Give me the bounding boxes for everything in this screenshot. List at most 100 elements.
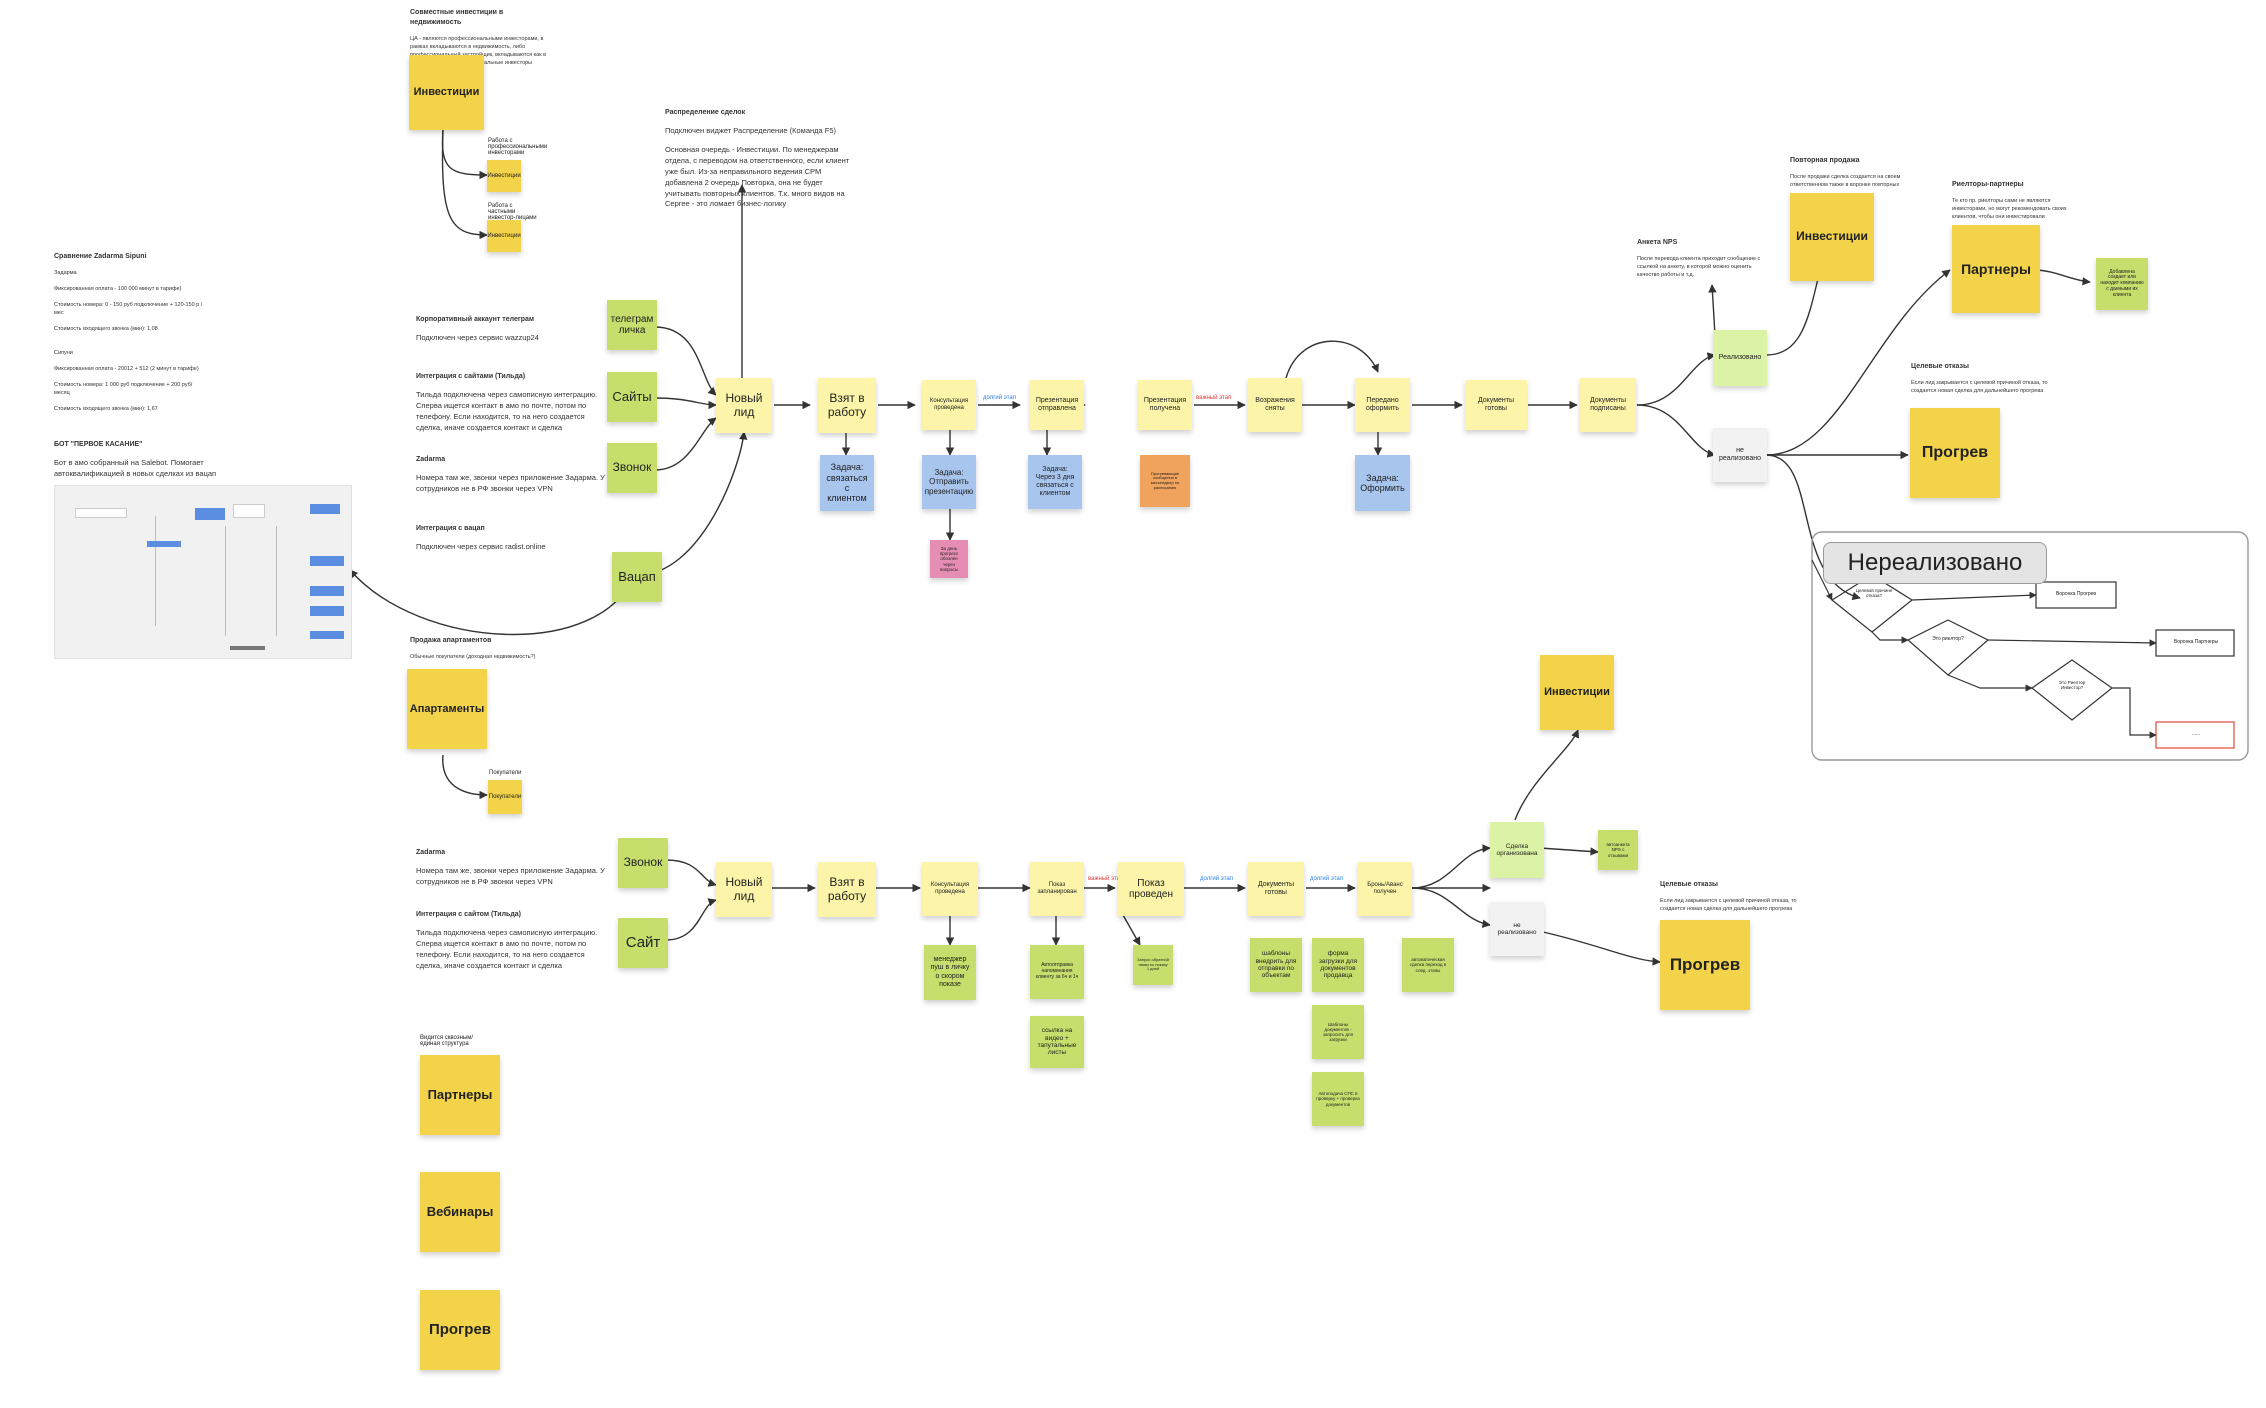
stage-docs-ready-bottom[interactable]: Документы готовы [1248, 862, 1304, 916]
sticky-apartments[interactable]: Апартаменты [407, 669, 487, 749]
orange-note[interactable]: Прогревающие сообщения в мессенджер по р… [1140, 455, 1190, 507]
apart-note-sub: Обычные покупатели (доходная недвижимост… [410, 654, 536, 661]
templates-note[interactable]: шаблоны внедрить для отправки по объекта… [1250, 938, 1302, 992]
stage-show-scheduled[interactable]: Показ запланирован [1030, 862, 1084, 916]
zadarma2-note-title: Zadarma [416, 849, 446, 856]
sticky-wa[interactable]: Вацап [612, 552, 662, 602]
zadarma-compare-a1: Фиксированная оплата - 100 000 минут в т… [54, 286, 182, 293]
manager-note[interactable]: менеджер пуш в личку о скором показе [924, 945, 976, 1000]
decision-q3: Это Риелтор Инвестор? [2058, 680, 2086, 690]
deal-note[interactable]: автоматическая сделка переход в след. эт… [1402, 938, 1454, 992]
stage-consult-bottom[interactable]: Консультация проведена [922, 862, 978, 916]
stage-booking[interactable]: Бронь/Аванс получен [1358, 862, 1412, 916]
stage-not-realized-bottom[interactable]: не реализовано [1490, 902, 1544, 956]
decision-out-2[interactable]: Воронка Партнеры [2173, 639, 2219, 645]
important-stage-label-1: важный этап [1196, 395, 1232, 401]
stage-deal-done[interactable]: Сделка организована [1490, 822, 1544, 878]
sticky-apart-sub[interactable]: Покупатели [488, 780, 522, 814]
tilda2-note-body: Тильда подключена через самописную интег… [416, 928, 598, 970]
partners-note: Риелторы-партнеры Те кто пр. риелторы са… [1952, 180, 2072, 222]
important-stage-label-2: важный этап [1088, 876, 1124, 882]
long-stage-label-b1: долгий этап [1200, 876, 1233, 882]
sticky-invest-sub-2[interactable]: Инвестиции [487, 220, 521, 252]
stage-taken-bottom[interactable]: Взят в работу [818, 862, 876, 917]
sub-invest-label-2: Работа с частными инвестор-лицами [488, 203, 537, 221]
deals-note-p1: Подключен виджет Распределение (Команда … [665, 126, 837, 136]
sticky-sites[interactable]: Сайты [607, 372, 657, 422]
target2-note-body: Если лид закрывается с целевой причиной … [1660, 898, 1797, 913]
sticky-telegram[interactable]: телеграм личка [607, 300, 657, 350]
sticky-partners-top[interactable]: Партнеры [1952, 225, 2040, 313]
tilda-note-body: Тильда подключена через самописную интег… [416, 390, 598, 432]
stage-handed[interactable]: Передано оформить [1355, 378, 1410, 432]
nps-auto-note[interactable]: автоанкета NPS с отзывами [1598, 830, 1638, 870]
stage-show-done[interactable]: Показ проведен [1118, 862, 1184, 916]
nps-note: Анкета NPS После перевода клиента приход… [1637, 238, 1767, 280]
zadarma-compare-title: Сравнение Zadarma Sipuni [54, 253, 147, 260]
zadarma-compare-b2: Стоимость номера: 1 000 руб подключение … [54, 381, 193, 396]
pink-note[interactable]: За день прогресс обозлен через вопросы [930, 540, 968, 578]
corp-telegram-note: Корпоративный аккаунт телеграм Подключен… [416, 315, 606, 344]
sticky-warmup-bottom[interactable]: Прогрев [1660, 920, 1750, 1010]
sticky-warmup-top[interactable]: Прогрев [1910, 408, 2000, 498]
sticky-warmup-left[interactable]: Прогрев [420, 1290, 500, 1370]
links-note[interactable]: ссылка на видео + тапутальные листы [1030, 1016, 1084, 1068]
stage-new-lead[interactable]: Новый лид [716, 378, 772, 433]
task-contact[interactable]: Задача: связаться с клиентом [820, 455, 874, 511]
corp-telegram-title: Корпоративный аккаунт телеграм [416, 316, 535, 323]
bot-note: БОТ "ПЕРВОЕ КАСАНИЕ" Бот в амо собранный… [54, 440, 234, 480]
decision-panel-frame [1811, 531, 2249, 761]
sticky-investments-left[interactable]: Инвестиции [409, 55, 484, 130]
task-document[interactable]: Задача: Оформить [1355, 455, 1410, 511]
sticky-investments-top[interactable]: Инвестиции [1790, 193, 1874, 281]
stage-pres-received[interactable]: Презентация получена [1138, 380, 1192, 430]
stage-consult[interactable]: Консультация проведена [922, 380, 976, 430]
zadarma-note: Zadarma Номера там же, звонки через прил… [416, 455, 606, 495]
partners-note-title: Риелторы-партнеры [1952, 181, 2024, 188]
target2-note-title: Целевые отказы [1660, 881, 1718, 888]
nps-note-title: Анкета NPS [1637, 239, 1678, 246]
tilda-note: Интеграция с сайтами (Тильда) Тильда под… [416, 372, 606, 434]
doc-templates-note[interactable]: Шаблоны документов - запросить для загру… [1312, 1005, 1364, 1059]
tilda-note-title: Интеграция с сайтами (Тильда) [416, 373, 526, 380]
bot-flow-screenshot[interactable] [54, 485, 352, 659]
stage-docs-signed[interactable]: Документы подписаны [1580, 378, 1636, 432]
zadarma-compare-a2: Стоимость номера: 0 - 150 руб подключени… [54, 302, 203, 316]
sticky-site-bottom[interactable]: Сайт [618, 918, 668, 968]
task-send-presentation[interactable]: Задача: Отправить презентацию [922, 455, 976, 509]
sticky-invest-sub-1[interactable]: Инвестиции [487, 160, 521, 192]
zadarma-note-title: Zadarma [416, 456, 446, 463]
sticky-call[interactable]: Звонок [607, 443, 657, 493]
decision-out-1[interactable]: Воронка Прогрев [2055, 591, 2097, 597]
sticky-call-bottom[interactable]: Звонок [618, 838, 668, 888]
autofill-note[interactable]: Автоподача СПС в проверку + проверка док… [1312, 1072, 1364, 1126]
stage-not-realized[interactable]: не реализовано [1713, 428, 1767, 482]
sticky-investments-bottom[interactable]: Инвестиции [1540, 655, 1614, 730]
stage-new-lead-bottom[interactable]: Новый лид [716, 862, 772, 917]
zadarma-compare-b3: Стоимость входящего звонка (мин): 1,67 [54, 405, 158, 412]
invest-note-title: Совместные инвестиции в недвижимость [410, 9, 504, 27]
form-note[interactable]: форма загрузки для документов продавца [1312, 938, 1364, 992]
decision-panel-title[interactable]: Нереализовано [1823, 542, 2047, 584]
zadarma-compare-note: Сравнение Zadarma Sipuni Задарма Фиксиро… [54, 252, 204, 414]
sticky-partners-left[interactable]: Партнеры [420, 1055, 500, 1135]
wa-note: Интеграция с вацап Подключен через серви… [416, 524, 606, 553]
decision-out-3[interactable]: ...... [2191, 731, 2201, 737]
target2-note: Целевые отказы Если лид закрывается с це… [1660, 880, 1810, 914]
task-3days[interactable]: Задача: Через 3 дня связаться с клиентом [1028, 455, 1082, 509]
stage-taken[interactable]: Взят в работу [818, 378, 876, 433]
stage-pres-sent[interactable]: Презентация отправлена [1030, 380, 1084, 430]
zadarma-note-body: Номера там же, звонки через приложение З… [416, 473, 605, 494]
repeat-note-title: Повторная продажа [1790, 157, 1860, 164]
zadarma-compare-a: Задарма [54, 270, 77, 277]
stage-docs-ready[interactable]: Документы готовы [1465, 380, 1527, 430]
sticky-webinars[interactable]: Вебинары [420, 1172, 500, 1252]
partner-note-sticky[interactable]: Добавлена создает или находит компанию с… [2096, 258, 2148, 310]
survey-note[interactable]: Запрос обратной связи по показу 1 дней [1133, 945, 1173, 985]
auto-note[interactable]: Автоотправка напоминания клиенту за 6ч и… [1030, 945, 1084, 999]
stage-realized[interactable]: Реализовано [1713, 330, 1767, 386]
tilda2-note-title: Интеграция с сайтом (Тильда) [416, 911, 522, 918]
stage-objections[interactable]: Возражения сняты [1248, 378, 1302, 432]
corp-telegram-body: Подключен через сервис wazzup24 [416, 333, 539, 343]
target-note-title: Целевые отказы [1911, 363, 1969, 370]
